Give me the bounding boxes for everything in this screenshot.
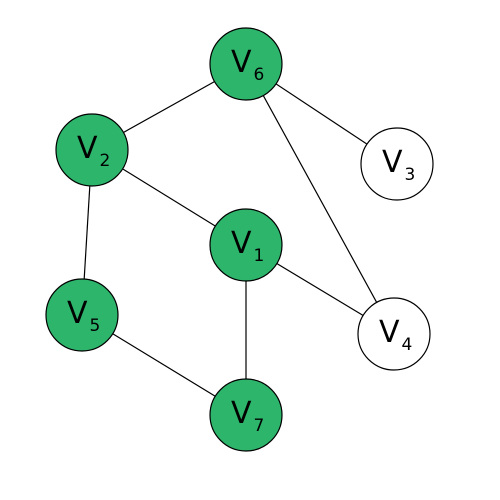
node-letter: V	[379, 315, 400, 350]
node-circle-v6	[209, 27, 283, 101]
node-subscript: 6	[254, 65, 265, 85]
node-subscript: 2	[100, 151, 111, 171]
node-letter: V	[231, 226, 252, 261]
node-subscript: 1	[254, 246, 265, 266]
node-subscript: 7	[254, 416, 265, 436]
node-subscript: 5	[90, 316, 101, 336]
node-circle-v5	[45, 278, 119, 352]
edge-v6-v4	[245, 63, 395, 335]
node-letter: V	[231, 396, 252, 431]
node-circle-v1	[209, 208, 283, 282]
node-circle-v3	[360, 127, 434, 201]
node-subscript: 3	[405, 165, 416, 185]
node-letter: V	[67, 296, 88, 331]
node-subscript: 4	[402, 335, 413, 355]
node-letter: V	[77, 131, 98, 166]
node-circle-v7	[209, 378, 283, 452]
node-letter: V	[382, 145, 403, 180]
node-circle-v4	[357, 297, 431, 371]
node-circle-v2	[55, 113, 129, 187]
node-letter: V	[231, 45, 252, 80]
